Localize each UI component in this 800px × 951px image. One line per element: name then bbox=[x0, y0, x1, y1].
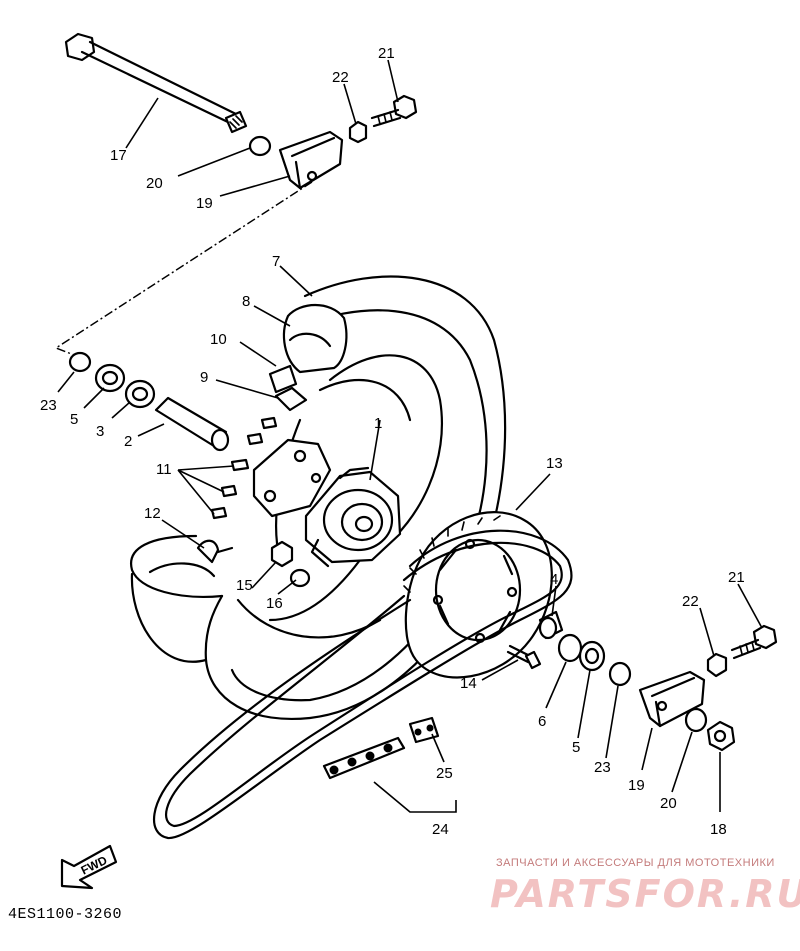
rim-lock-part-9 bbox=[274, 386, 308, 412]
drive-chain-part-24 bbox=[152, 529, 573, 840]
spacer-part-23-right bbox=[608, 661, 632, 687]
label-14: 14 bbox=[460, 675, 477, 692]
label-12: 12 bbox=[144, 505, 161, 522]
label-22-right: 22 bbox=[682, 593, 699, 610]
nut-part-22-top bbox=[348, 120, 368, 144]
label-23-left: 23 bbox=[40, 397, 57, 414]
label-18: 18 bbox=[710, 821, 727, 838]
label-7: 7 bbox=[272, 253, 280, 270]
chain-puller-part-19-top bbox=[278, 130, 344, 190]
label-21-right: 21 bbox=[728, 569, 745, 586]
brake-part-12 bbox=[196, 539, 234, 564]
nut-part-18 bbox=[706, 720, 736, 752]
part-labels: 21 22 17 20 19 7 8 10 9 23 5 3 2 1 11 12… bbox=[40, 45, 745, 838]
bearing-part-3 bbox=[124, 379, 156, 409]
bolt-part-21-right bbox=[730, 624, 778, 660]
label-19-right: 19 bbox=[628, 777, 645, 794]
label-5-left: 5 bbox=[70, 411, 78, 428]
axle-part-17 bbox=[64, 32, 248, 134]
alignment-line bbox=[54, 181, 313, 359]
label-23-right: 23 bbox=[594, 759, 611, 776]
bearing-part-5-right bbox=[578, 640, 606, 672]
collar-part-2 bbox=[154, 396, 230, 452]
label-1: 1 bbox=[374, 415, 382, 432]
label-4: 4 bbox=[550, 571, 558, 588]
label-5-right: 5 bbox=[572, 739, 580, 756]
label-20-top: 20 bbox=[146, 175, 163, 192]
label-25: 25 bbox=[436, 765, 453, 782]
label-3: 3 bbox=[96, 423, 104, 440]
label-15: 15 bbox=[236, 577, 253, 594]
master-link-part-25 bbox=[408, 716, 440, 744]
sprocket-part-13 bbox=[403, 511, 553, 679]
label-19-top: 19 bbox=[196, 195, 213, 212]
label-20-right: 20 bbox=[660, 795, 677, 812]
label-24: 24 bbox=[432, 821, 449, 838]
hub-part-1 bbox=[304, 466, 402, 568]
label-10: 10 bbox=[210, 331, 227, 348]
label-22-top: 22 bbox=[332, 69, 349, 86]
label-13: 13 bbox=[546, 455, 563, 472]
washer-part-20-right bbox=[684, 707, 708, 733]
leader-lines bbox=[57, 59, 763, 813]
spacer-part-4 bbox=[538, 610, 564, 640]
rim-band-part-8 bbox=[282, 304, 348, 374]
label-6: 6 bbox=[538, 713, 546, 730]
circlip-part-6 bbox=[557, 633, 583, 663]
washer-part-20-top bbox=[248, 135, 272, 157]
bearing-part-5-left bbox=[94, 363, 126, 393]
label-17: 17 bbox=[110, 147, 127, 164]
tube-part-10 bbox=[268, 364, 298, 394]
label-11: 11 bbox=[156, 461, 172, 478]
chain-segment bbox=[322, 736, 406, 780]
nut-part-22-right bbox=[706, 652, 728, 678]
label-2: 2 bbox=[124, 433, 132, 450]
watermark-logo: PARTSFOR.RU bbox=[490, 872, 800, 916]
bolts-part-11 bbox=[210, 416, 278, 520]
washer-part-16 bbox=[289, 568, 311, 588]
chain-puller-part-19-right bbox=[638, 670, 706, 728]
label-8: 8 bbox=[242, 293, 250, 310]
spacer-part-23-left bbox=[68, 351, 92, 373]
label-9: 9 bbox=[200, 369, 208, 386]
brake-plate bbox=[252, 438, 332, 518]
diagram-code: 4ES1100-3260 bbox=[8, 906, 123, 923]
fwd-arrow-icon: FWD bbox=[60, 844, 118, 890]
label-21-top: 21 bbox=[378, 45, 395, 62]
bolt-part-21-top bbox=[370, 94, 418, 128]
bolt-part-14 bbox=[506, 644, 542, 670]
watermark-tagline: ЗАПЧАСТИ И АКСЕССУАРЫ ДЛЯ МОТОТЕХНИКИ bbox=[496, 857, 775, 869]
nut-part-15 bbox=[270, 540, 294, 568]
label-16: 16 bbox=[266, 595, 283, 612]
